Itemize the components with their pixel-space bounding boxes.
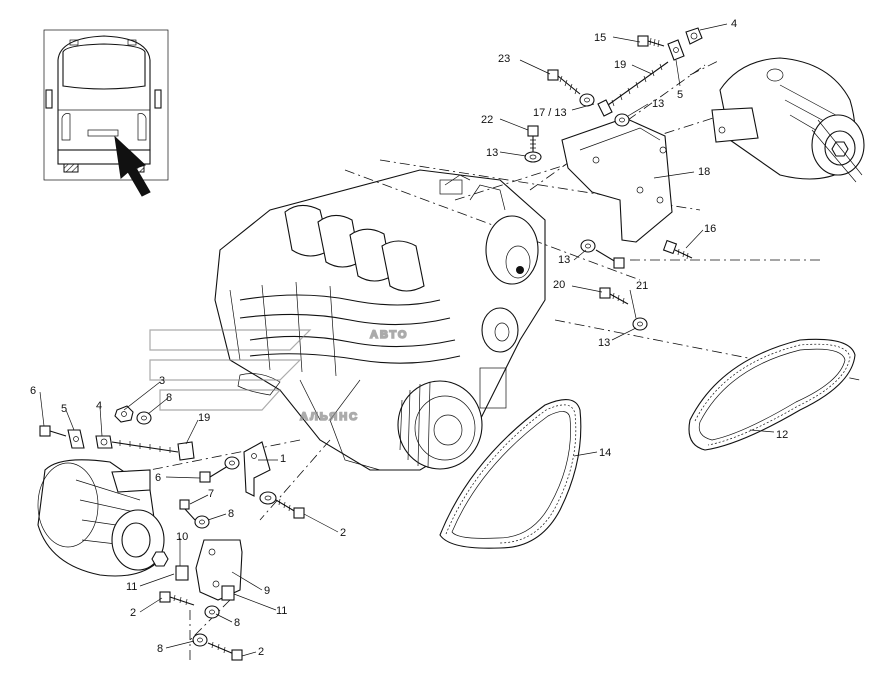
- washer-13c: [580, 239, 596, 253]
- callout-1: 1: [280, 453, 286, 465]
- nut-4-top: [685, 27, 703, 45]
- callout-11-b: 11: [276, 605, 287, 617]
- callout-2-a: 2: [340, 527, 346, 539]
- washer-13a: [614, 113, 630, 127]
- callout-18: 18: [698, 166, 710, 178]
- callout-23: 23: [498, 53, 510, 65]
- nut-3: [114, 405, 134, 423]
- bolt-7: [179, 499, 196, 521]
- callout-17-13: 17 / 13: [533, 107, 567, 119]
- callout-4-top: 4: [731, 18, 737, 30]
- callout-3: 3: [159, 375, 165, 387]
- callout-2-b: 2: [130, 607, 136, 619]
- washer-8a: [136, 411, 152, 425]
- callout-20: 20: [553, 279, 565, 291]
- bolt-2b: [159, 591, 195, 606]
- clamp-5-left: [67, 429, 85, 449]
- washer-13d: [632, 317, 648, 331]
- callout-5-left: 5: [61, 403, 67, 415]
- drive-belt-12: [688, 338, 856, 451]
- alternator-right: [711, 57, 865, 183]
- bolt-15: [637, 35, 665, 48]
- bolt-16: [662, 239, 693, 260]
- bolt-13c: [595, 249, 625, 269]
- drive-belt-14: [439, 399, 582, 549]
- bolt-23: [547, 69, 581, 95]
- watermark: АВТО АЛЬЯНС: [149, 328, 408, 424]
- rod-19-top: [607, 61, 669, 107]
- bolt-22: [527, 125, 539, 155]
- washer-23: [579, 93, 595, 107]
- callout-13-b: 13: [486, 147, 498, 159]
- bus-rear-inset: [43, 29, 169, 197]
- bolt-2c: [207, 641, 243, 661]
- callout-8-c: 8: [234, 617, 240, 629]
- callout-8-d: 8: [157, 643, 163, 655]
- watermark-line1: АВТО: [370, 329, 408, 341]
- sleeve-11: [221, 585, 235, 601]
- engine-block: [214, 169, 546, 471]
- callout-19-top: 19: [614, 59, 626, 71]
- bracket-1: [243, 441, 271, 497]
- callout-10: 10: [176, 531, 188, 543]
- sleeve-10: [175, 565, 189, 581]
- callout-6-b: 6: [155, 472, 161, 484]
- callout-12: 12: [776, 429, 788, 441]
- callout-13-a: 13: [652, 98, 664, 110]
- callout-6-a: 6: [30, 385, 36, 397]
- bracket-9: [195, 539, 243, 601]
- callout-7: 7: [208, 488, 214, 500]
- nut-4-left: [95, 435, 113, 449]
- washer-8b: [194, 515, 210, 529]
- callout-2-c: 2: [258, 646, 264, 658]
- bolt-2a: [275, 498, 305, 519]
- callout-11-a: 11: [126, 581, 137, 593]
- callout-8-a: 8: [166, 392, 172, 404]
- callout-19-left: 19: [198, 412, 210, 424]
- callout-22: 22: [481, 114, 493, 126]
- callout-15: 15: [594, 32, 606, 44]
- callout-14: 14: [599, 447, 611, 459]
- washer-8d: [192, 633, 208, 647]
- washer-8c: [204, 605, 220, 619]
- callout-13-c: 13: [558, 254, 570, 266]
- callout-9: 9: [264, 585, 270, 597]
- callout-8-b: 8: [228, 508, 234, 520]
- alternator-left: [37, 459, 169, 577]
- callouts: 15 4 23 19 5 17 / 13 13 22 13 18 16 13 2…: [30, 18, 788, 658]
- bushing-19: [177, 441, 195, 461]
- fasteners: [39, 27, 703, 661]
- bolt-6b: [199, 465, 229, 483]
- view-direction-arrow: [114, 135, 151, 197]
- rod-19-left: [111, 440, 179, 453]
- leader-lines: [39, 23, 775, 657]
- bushing-17: [597, 99, 613, 117]
- callout-16: 16: [704, 223, 716, 235]
- bracket-18: [561, 117, 673, 243]
- bolt-20: [599, 287, 629, 305]
- watermark-line2: АЛЬЯНС: [300, 411, 359, 423]
- washer-6b: [224, 456, 240, 470]
- clamp-5-top: [667, 39, 685, 61]
- callout-13-d: 13: [598, 337, 610, 349]
- callout-5-top: 5: [677, 89, 683, 101]
- bolt-6a: [39, 425, 67, 437]
- washer-2a: [259, 491, 277, 505]
- callout-21: 21: [636, 280, 648, 292]
- callout-4-left: 4: [96, 400, 102, 412]
- washer-13b: [524, 151, 542, 163]
